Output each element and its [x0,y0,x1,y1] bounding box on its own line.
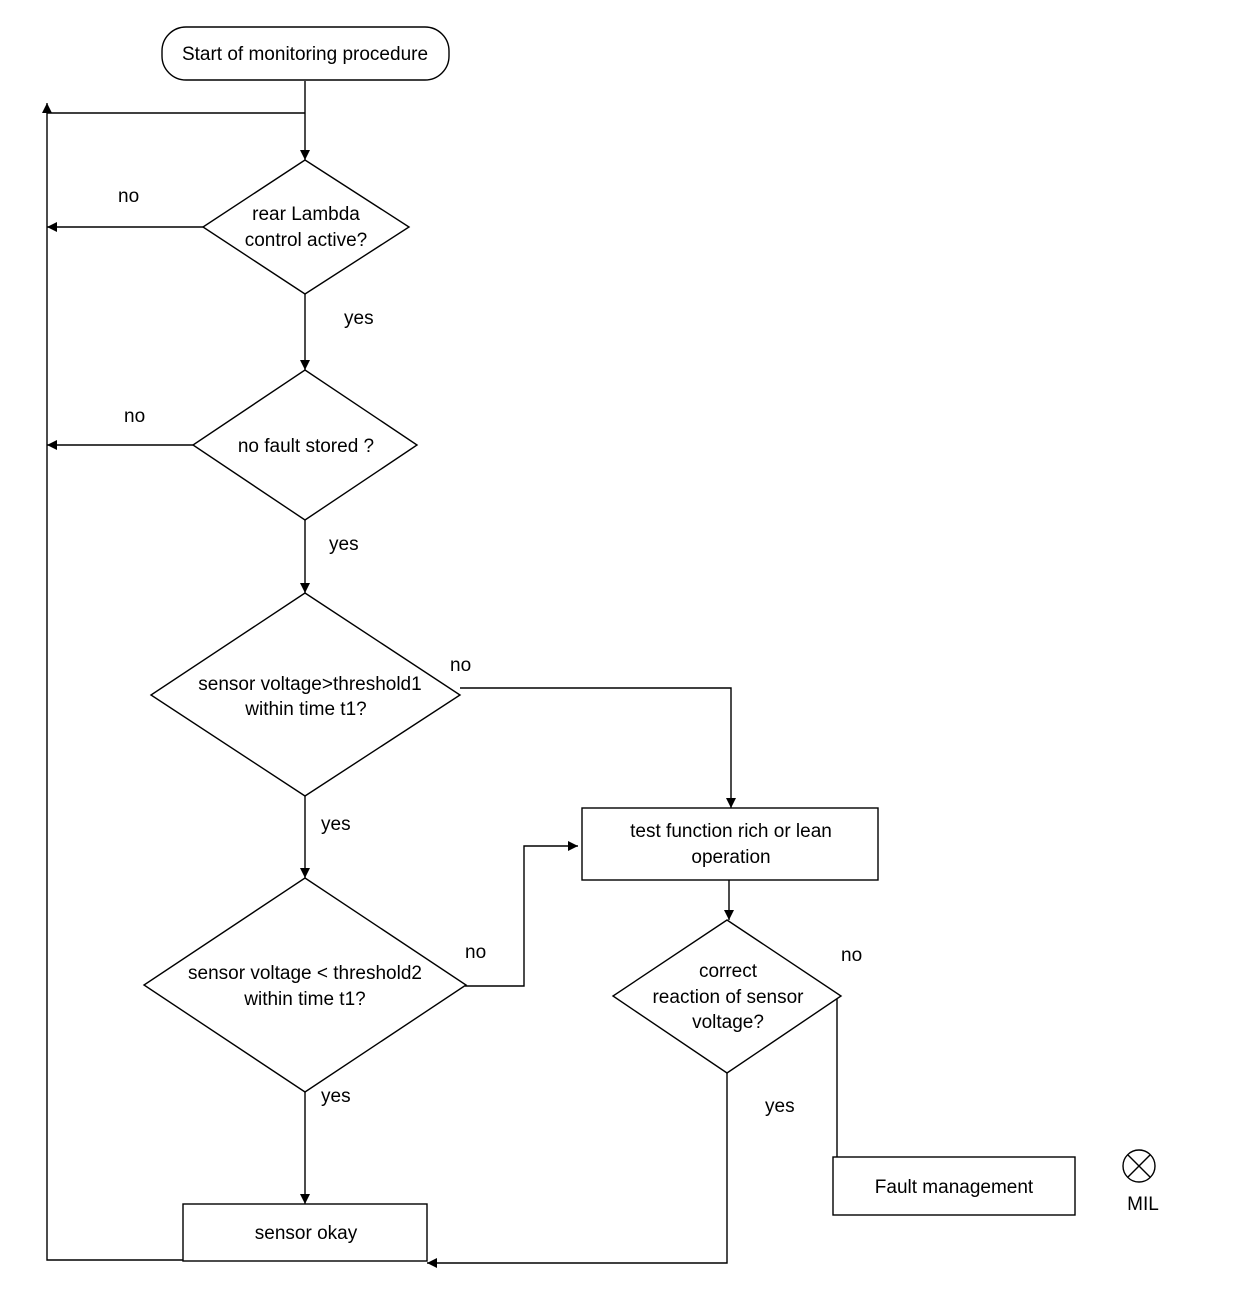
fault-management-label: Fault management [875,1177,1034,1198]
threshold2-no-label: no [465,942,486,963]
rear-lambda-line-1: rear Lambda [252,204,360,225]
edge-threshold2-no [465,841,578,987]
threshold1-yes-label: yes [321,814,351,835]
start-label: Start of monitoring procedure [182,44,428,65]
correct-reaction-line-1: correct [699,961,758,982]
threshold2-yes-label: yes [321,1086,351,1107]
rear-lambda-no-label: no [118,186,139,207]
threshold1-line-2: within time t1? [244,699,366,720]
sensor-okay-label: sensor okay [255,1223,358,1244]
correct-reaction-yes-label: yes [765,1096,795,1117]
correct-reaction-no-label: no [841,945,862,966]
edge-threshold1-no [460,687,736,808]
threshold1-line-1: sensor voltage>threshold1 [198,674,421,695]
crossed-circle-lamp-icon [1122,1149,1156,1183]
threshold2-line-2: within time t1? [243,989,365,1010]
test-function-line-1: test function rich or lean [630,821,832,842]
edge-loop-return [42,103,183,1261]
start-terminator: Start of monitoring procedure [161,26,450,81]
decision-threshold2: sensor voltage < threshold2 within time … [142,877,468,1093]
rear-lambda-yes-label: yes [344,308,374,329]
threshold2-line-1: sensor voltage < threshold2 [188,963,422,984]
process-fault-management: Fault management [832,1156,1076,1216]
threshold1-no-label: no [450,655,471,676]
process-sensor-okay: sensor okay [182,1203,428,1262]
no-fault-yes-label: yes [329,534,359,555]
correct-reaction-line-2: reaction of sensor [652,987,804,1008]
correct-reaction-line-3: voltage? [692,1012,764,1033]
decision-threshold1: sensor voltage>threshold1 within time t1… [149,592,462,797]
edge-correct-reaction-yes [427,1073,728,1268]
mil-label: MIL [1127,1194,1159,1215]
decision-correct-reaction: correct reaction of sensor voltage? [611,919,843,1074]
test-function-line-2: operation [691,847,770,868]
decision-no-fault: no fault stored ? [191,369,419,521]
no-fault-line-1: no fault stored ? [238,436,374,457]
process-test-function: test function rich or lean operation [581,807,879,881]
rear-lambda-line-2: control active? [245,230,368,251]
no-fault-no-label: no [124,406,145,427]
decision-rear-lambda: rear Lambda control active? [201,159,411,295]
